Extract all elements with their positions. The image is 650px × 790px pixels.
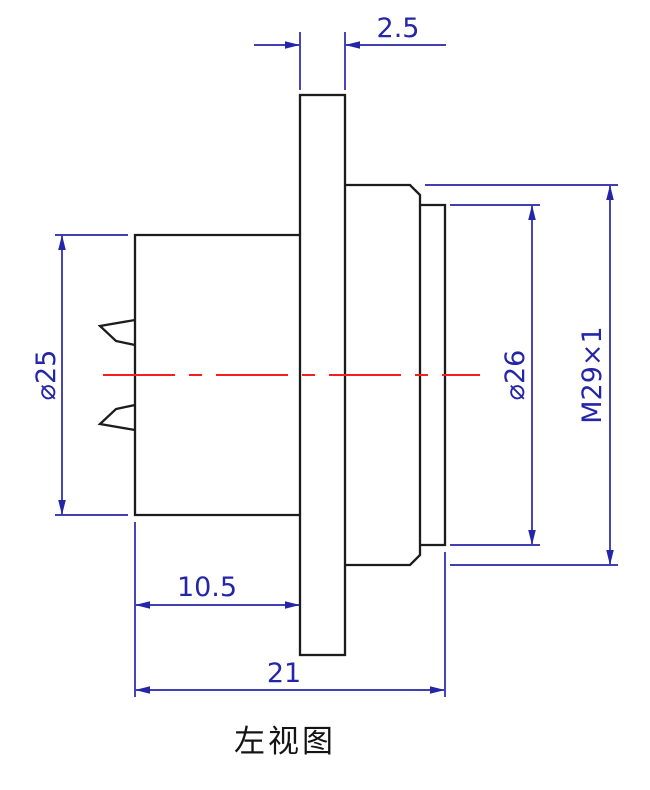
arrowhead (135, 601, 150, 609)
arrowhead (58, 500, 66, 515)
arrowhead (430, 686, 445, 694)
arrowhead (285, 41, 300, 49)
arrowhead (58, 235, 66, 250)
arrowhead (528, 530, 536, 545)
view-caption: 左视图 (234, 724, 336, 760)
dim-label-thread-spec: M29×1 (577, 326, 608, 423)
arrowhead (606, 550, 614, 565)
dim-front-diameter: ⌀26 (450, 204, 540, 546)
dim-total-length: 21 (135, 552, 446, 697)
arrowhead (606, 185, 614, 200)
arrowhead (135, 686, 150, 694)
dim-flange-thickness: 2.5 (254, 13, 446, 90)
lower-latch-tab (97, 403, 136, 432)
arrowhead (528, 205, 536, 220)
dim-label-flange-thickness: 2.5 (377, 13, 420, 44)
dim-body-diameter: ⌀25 (31, 234, 128, 516)
arrowhead (345, 41, 360, 49)
dim-label-total-length: 21 (267, 658, 301, 689)
dim-thread-spec: M29×1 (425, 184, 618, 566)
upper-latch-tab (97, 318, 136, 347)
dim-label-front-diameter: ⌀26 (500, 350, 531, 401)
arrowhead (285, 601, 300, 609)
dim-body-length: 10.5 (134, 522, 300, 697)
dim-label-body-length: 10.5 (177, 572, 237, 603)
dim-label-body-diameter: ⌀25 (31, 350, 62, 401)
